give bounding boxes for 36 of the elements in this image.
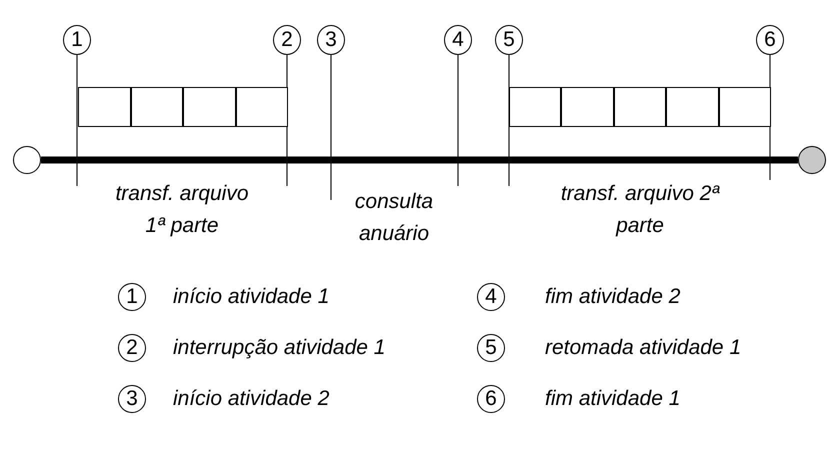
leader-line: [76, 54, 78, 186]
callout-number: 6: [477, 385, 505, 413]
legend-text: fim atividade 2: [545, 284, 680, 310]
segment-box: [561, 87, 614, 127]
callout-number: 2: [273, 25, 301, 55]
terminal-circle: [13, 146, 41, 174]
segment-label: transf. arquivo 1ª parte: [114, 181, 250, 239]
callout-number: 5: [477, 334, 505, 362]
legend-text: retomada atividade 1: [545, 335, 742, 361]
leader-line: [508, 54, 510, 186]
segment-box: [718, 87, 771, 127]
callout-number: 5: [495, 25, 523, 55]
segment-box: [183, 87, 236, 127]
segment-box: [130, 87, 183, 127]
callout-number: 4: [477, 283, 505, 311]
callout-number: 4: [444, 25, 472, 55]
callout-number: 2: [118, 334, 146, 362]
callout-number: 3: [317, 25, 345, 55]
leader-line: [330, 54, 332, 200]
segment-label: transf. arquivo 2ª parte: [560, 181, 720, 239]
terminal-circle: [798, 146, 826, 174]
callout-number: 1: [63, 25, 91, 55]
segment-box: [78, 87, 130, 127]
callout-number: 6: [756, 25, 784, 55]
segment-box: [509, 87, 562, 127]
segment-label: consulta anuário: [354, 189, 434, 247]
callout-number: 3: [118, 385, 146, 413]
callout-number: 1: [118, 283, 146, 311]
timeline-bar: [41, 156, 798, 164]
legend-text: início atividade 2: [173, 386, 330, 412]
segment-box: [666, 87, 719, 127]
legend-text: início atividade 1: [173, 284, 330, 310]
legend-text: fim atividade 1: [545, 386, 680, 412]
segment-box: [614, 87, 666, 127]
legend-text: interrupção atividade 1: [173, 335, 386, 361]
segment-box: [236, 87, 288, 127]
